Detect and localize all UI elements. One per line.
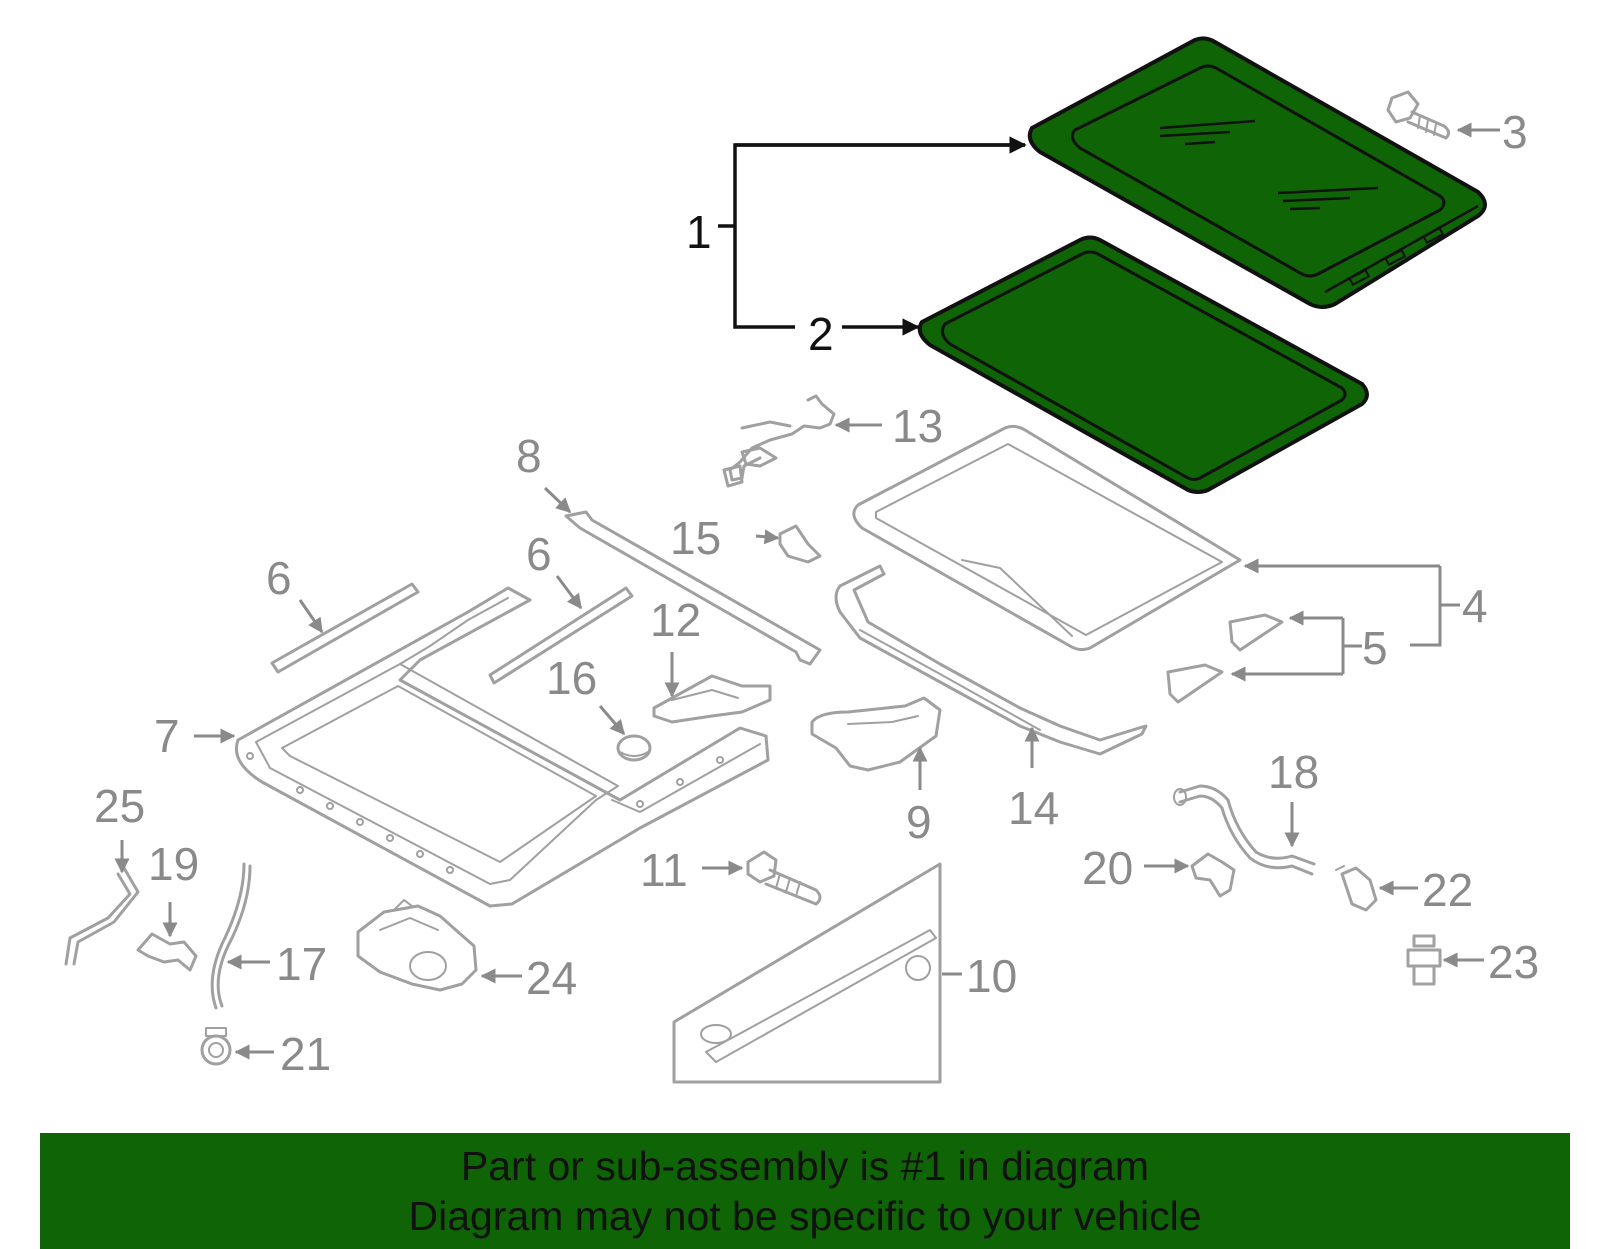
drive-rod-part-8[interactable]: [564, 510, 822, 666]
sunshade-frame-part-4[interactable]: [852, 424, 1242, 652]
banner-line-1: Part or sub-assembly is #1 in diagram: [460, 1143, 1150, 1189]
callout-7: 7: [154, 710, 180, 762]
callout-11: 11: [640, 844, 688, 896]
drain-hose-part-17[interactable]: [210, 862, 252, 1010]
clip-part-15[interactable]: [778, 524, 822, 564]
callout-2: 2: [808, 308, 834, 360]
drain-hose-part-18[interactable]: [1173, 784, 1316, 876]
deflector-part-14[interactable]: [834, 564, 1148, 756]
rail-strip-part-6a[interactable]: [270, 582, 420, 674]
callout-3: 3: [1502, 106, 1528, 158]
rail-strip-part-6b[interactable]: [488, 586, 634, 685]
bracket-part-12[interactable]: [652, 674, 772, 724]
callout-4: 4: [1462, 580, 1488, 632]
glass-seal-part[interactable]: [917, 235, 1369, 494]
clip-part-19[interactable]: [136, 932, 198, 972]
callout-24: 24: [526, 952, 577, 1004]
bracket-part-20[interactable]: [1190, 852, 1236, 898]
bolt-part-3[interactable]: [1386, 90, 1451, 140]
check-valve-part-22[interactable]: [1335, 865, 1378, 912]
plug-part-23[interactable]: [1406, 934, 1442, 986]
glass-panel-part[interactable]: [1027, 36, 1487, 309]
harness-part-13[interactable]: [722, 394, 836, 488]
callout-16: 16: [546, 652, 597, 704]
sunroof-frame-part-7[interactable]: [235, 586, 770, 908]
mount-bracket-part-9[interactable]: [810, 696, 942, 772]
callout-25: 25: [94, 780, 145, 832]
guide-part-5a[interactable]: [1228, 613, 1284, 652]
callout-18: 18: [1268, 746, 1319, 798]
grommet-part-21[interactable]: [200, 1027, 232, 1066]
callout-13: 13: [892, 400, 943, 452]
callout-19: 19: [148, 838, 199, 890]
callout-9: 9: [906, 796, 932, 848]
callout-17: 17: [276, 938, 327, 990]
callout-15: 15: [670, 512, 721, 564]
callout-12: 12: [650, 594, 701, 646]
assembly-bracket: [718, 136, 1027, 336]
callout-22: 22: [1422, 864, 1473, 916]
info-banner: Part or sub-assembly is #1 in diagram Di…: [40, 1133, 1570, 1249]
guide-part-5b[interactable]: [1166, 663, 1224, 704]
motor-part-24[interactable]: [356, 899, 478, 992]
callout-6-left: 6: [266, 552, 292, 604]
callout-8: 8: [516, 430, 542, 482]
banner-line-2: Diagram may not be specific to your vehi…: [408, 1193, 1202, 1239]
rail-set-part-10[interactable]: [672, 862, 942, 1084]
callout-1: 1: [686, 206, 712, 258]
callout-23: 23: [1488, 936, 1539, 988]
callout-20: 20: [1082, 842, 1133, 894]
bolt-part-11[interactable]: [746, 850, 822, 906]
callout-21: 21: [280, 1028, 331, 1080]
callout-6-right: 6: [526, 528, 552, 580]
drain-tube-part-25[interactable]: [64, 866, 140, 966]
callout-5: 5: [1362, 622, 1388, 674]
callout-10: 10: [966, 950, 1017, 1002]
callout-14: 14: [1008, 782, 1059, 834]
cap-part-16[interactable]: [616, 734, 652, 762]
